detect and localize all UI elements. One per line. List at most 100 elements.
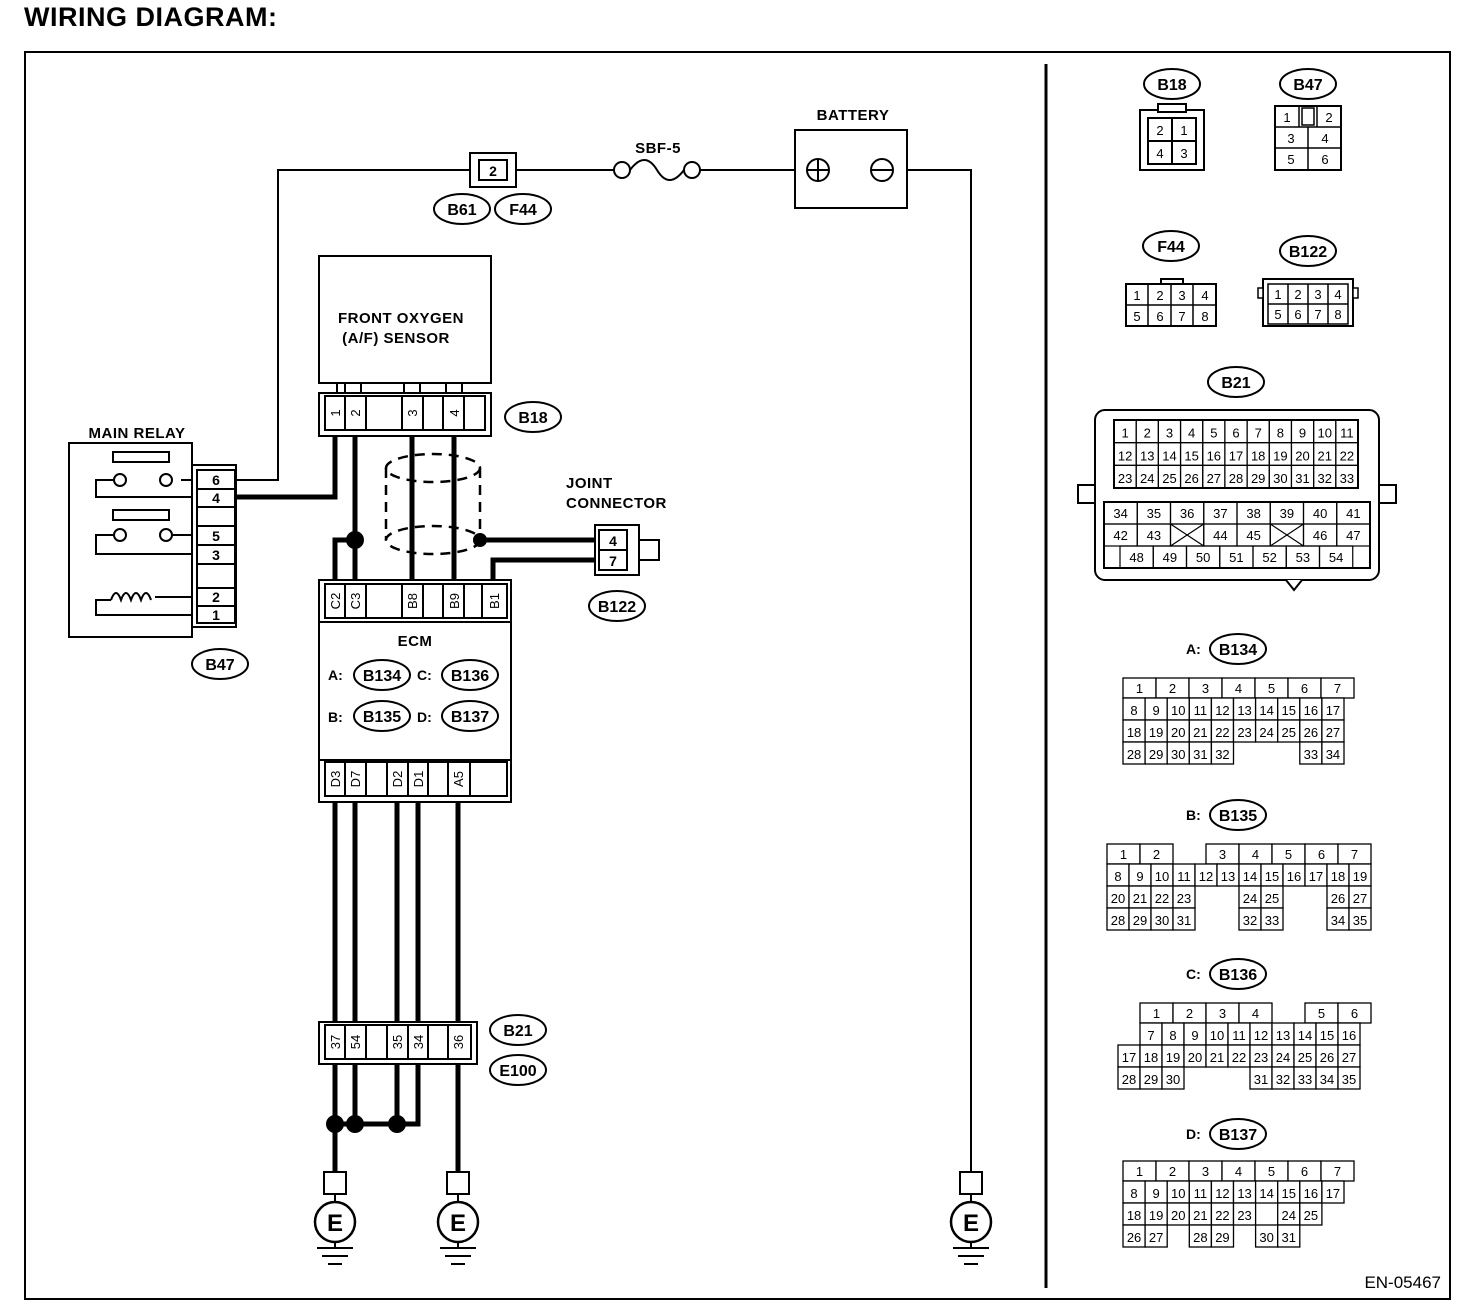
pin-label: 19 (1166, 1050, 1180, 1065)
svg-text:4: 4 (609, 533, 617, 549)
pin-label: 30 (1166, 1072, 1180, 1087)
pin-cell (1210, 741, 1235, 765)
pin-label: 20 (1171, 725, 1185, 740)
pin-label: 22 (1232, 1050, 1246, 1065)
svg-text:D7: D7 (348, 771, 363, 788)
pin-label: 15 (1265, 869, 1279, 884)
pin-label: 22 (1215, 725, 1229, 740)
pin-label: 8 (1277, 426, 1284, 441)
pin-label: 31 (1193, 747, 1207, 762)
pin-cell (1232, 1202, 1257, 1226)
svg-text:2: 2 (212, 589, 220, 605)
pin-label: 29 (1144, 1072, 1158, 1087)
front-oxygen-sensor (318, 255, 492, 384)
svg-text:F44: F44 (1157, 239, 1185, 256)
svg-text:4: 4 (1201, 288, 1208, 303)
svg-text:B18: B18 (518, 410, 547, 427)
svg-text:D2: D2 (390, 771, 405, 788)
pin-label: 40 (1313, 506, 1327, 521)
pin-label: 28 (1111, 913, 1125, 928)
pin-label: 20 (1171, 1208, 1185, 1223)
svg-text:6: 6 (1321, 152, 1328, 167)
pin-label: 5 (1318, 1006, 1325, 1021)
pin-label: 24 (1282, 1208, 1296, 1223)
svg-text:B1: B1 (487, 593, 502, 609)
svg-text:4: 4 (212, 490, 220, 506)
ecm-top-connector: C2 C3 B8 B9 B1 (318, 579, 512, 623)
pin-label: 18 (1251, 448, 1265, 463)
pin-label: 26 (1320, 1050, 1334, 1065)
pin-label: 20 (1188, 1050, 1202, 1065)
pin-label: 54 (1329, 550, 1343, 565)
svg-text:36: 36 (451, 1035, 466, 1049)
ecm-prefix-d: D: (417, 709, 432, 725)
svg-text:E: E (327, 1210, 343, 1237)
pin-label: 52 (1262, 550, 1276, 565)
battery-symbol (794, 129, 908, 209)
pin-label: 15 (1320, 1028, 1334, 1043)
pin-label: 24 (1259, 725, 1273, 740)
joint-label-line1: JOINT (566, 475, 613, 492)
pin-label: 21 (1210, 1050, 1224, 1065)
pin-label: 32 (1215, 747, 1229, 762)
wire-g35 (352, 1061, 400, 1127)
pin-label: 25 (1282, 725, 1296, 740)
tag-f44: F44 (494, 193, 552, 225)
pin-label: 24 (1243, 891, 1257, 906)
pin-label: 23 (1177, 891, 1191, 906)
svg-text:B135: B135 (363, 709, 401, 726)
pin-label: 9 (1153, 1186, 1160, 1201)
pin-label: 26 (1304, 725, 1318, 740)
pin-label: 25 (1304, 1208, 1318, 1223)
tag-b61: B61 (433, 193, 491, 225)
pin-label: 21 (1193, 725, 1207, 740)
pin-label: 26 (1184, 471, 1198, 486)
svg-text:4: 4 (1156, 146, 1163, 161)
pin-cell (1210, 1224, 1235, 1248)
pin-label: 9 (1136, 869, 1143, 884)
pin-label: 31 (1282, 1230, 1296, 1245)
pin-label: 13 (1276, 1028, 1290, 1043)
pin-label: 13 (1237, 1186, 1251, 1201)
pin-cell (1318, 545, 1354, 569)
svg-text:A:: A: (1186, 641, 1201, 657)
pin-label: 12 (1215, 1186, 1229, 1201)
pin-label: 33 (1304, 747, 1318, 762)
pin-label: 30 (1259, 1230, 1273, 1245)
pin-label: 10 (1317, 426, 1331, 441)
svg-text:B122: B122 (598, 599, 636, 616)
pin-label: 33 (1265, 913, 1279, 928)
pin-label: 34 (1331, 913, 1345, 928)
pin-label: 10 (1171, 1186, 1185, 1201)
pin-label: 29 (1149, 747, 1163, 762)
ground-1: E (313, 1171, 357, 1265)
pin-label: 11 (1194, 703, 1208, 718)
svg-text:2: 2 (1325, 110, 1332, 125)
relay-connector-b47: 6 4 5 3 2 1 (191, 464, 237, 628)
pin-label: 8 (1169, 1028, 1176, 1043)
svg-text:B136: B136 (451, 668, 489, 685)
svg-text:B135: B135 (1219, 808, 1257, 825)
svg-text:3: 3 (212, 547, 220, 563)
pin-label: 19 (1273, 448, 1287, 463)
ground-3: E (949, 1171, 993, 1265)
svg-text:1: 1 (212, 607, 220, 623)
svg-text:7: 7 (1314, 307, 1321, 322)
svg-text:6: 6 (212, 472, 220, 488)
pin-label: 14 (1259, 1186, 1273, 1201)
joint-label-line2: CONNECTOR (566, 495, 667, 512)
pin-label: 18 (1127, 725, 1141, 740)
pin-label: 29 (1251, 471, 1265, 486)
ecm-bottom-connector: D3 D7 D2 D1 A5 (318, 759, 512, 803)
pin-label: 33 (1298, 1072, 1312, 1087)
pin-label: 20 (1295, 448, 1309, 463)
svg-text:3: 3 (1314, 287, 1321, 302)
pin-label: 9 (1191, 1028, 1198, 1043)
pin-label: 13 (1237, 703, 1251, 718)
pin-label: 2 (1144, 426, 1151, 441)
pin-label: 30 (1273, 471, 1287, 486)
pin-label: 34 (1320, 1072, 1334, 1087)
pin-label: 17 (1326, 1186, 1340, 1201)
svg-text:3: 3 (1287, 131, 1294, 146)
